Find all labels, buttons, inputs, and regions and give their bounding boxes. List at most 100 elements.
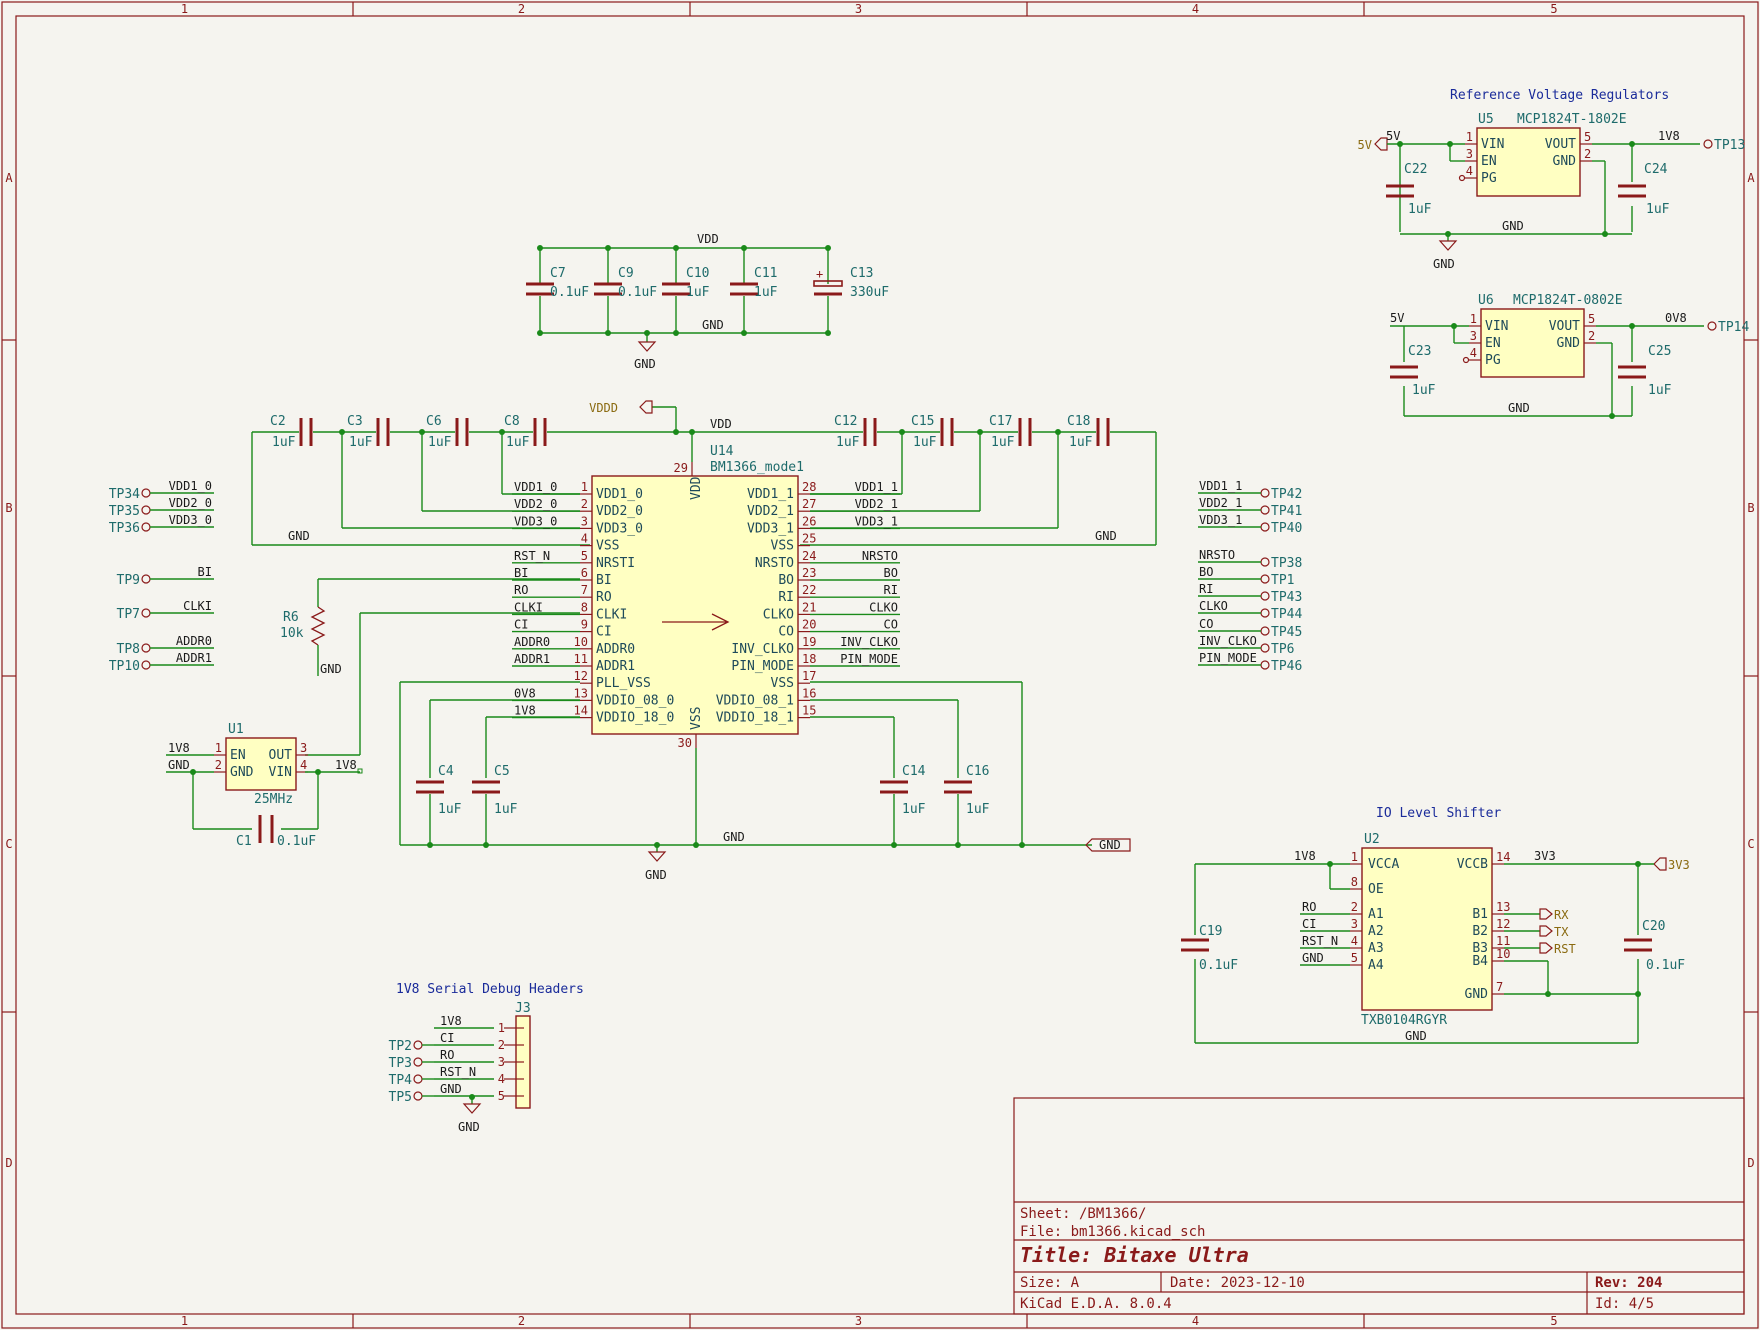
pin-number: 22	[802, 583, 816, 597]
title-block: Sheet: /BM1366/ File: bm1366.kicad_sch T…	[1013, 1097, 1745, 1315]
tp-net: CLKI	[183, 599, 212, 613]
series-capacitor-row: GND GND C21uFC31uFC61uFC81uFC121uFC151uF…	[251, 400, 1157, 546]
pin-number: 3	[1470, 329, 1477, 343]
cap-ref: C12	[834, 414, 857, 429]
pin-number: 2	[498, 1038, 505, 1052]
pin-name: BI	[596, 573, 612, 588]
column-label-top: 2	[518, 2, 525, 16]
cap-ref: C17	[989, 414, 1012, 429]
ref-regulators-note: Reference Voltage Regulators	[1450, 88, 1669, 103]
pin-name: VDD2_1	[747, 504, 794, 519]
net-label: CLKI	[514, 600, 543, 614]
tp-ref: TP34	[109, 487, 140, 502]
pin-name: VDDIO_08_0	[596, 693, 674, 708]
c23-value: 1uF	[1412, 383, 1436, 398]
j3-debug-header[interactable]: 1V8 Serial Debug Headers J3 11V82CITP23R…	[389, 982, 584, 1134]
tp-net: INV_CLKO	[1199, 634, 1257, 648]
pin-name: NRSTI	[596, 556, 635, 571]
pin-number: 13	[574, 686, 588, 700]
r6-value: 10k	[280, 626, 304, 641]
pin-name: VIN	[1481, 137, 1504, 152]
cap-ref: C4	[438, 764, 454, 779]
u14-bottom-label: VSS	[689, 707, 704, 730]
c25-ref: C25	[1648, 344, 1671, 359]
pin-name: VDD1_0	[596, 487, 643, 502]
u1-vin-net: 1V8	[335, 758, 357, 772]
cap-ref: C16	[966, 764, 989, 779]
vddd-label: VDDD	[589, 401, 618, 415]
pin-number: 3	[498, 1055, 505, 1069]
pin-name: OE	[1368, 882, 1384, 897]
pin-name: B1	[1472, 907, 1488, 922]
io-shifter-note: IO Level Shifter	[1376, 806, 1501, 821]
net-label: RO	[1302, 900, 1316, 914]
cap-value: 1uF	[1069, 435, 1093, 450]
pin-name: VOUT	[1545, 137, 1576, 152]
pin-name: VIN	[269, 765, 292, 780]
net-label: ADDR0	[514, 635, 550, 649]
pin-name: B2	[1472, 924, 1488, 939]
ground-symbol	[1438, 234, 1458, 251]
cap-value: 1uF	[349, 435, 373, 450]
net-label: VDD1_1	[855, 480, 898, 494]
u2-gnd-net: GND	[1405, 1029, 1427, 1043]
cap-ref: C14	[902, 764, 926, 779]
net-label: 1V8	[1294, 849, 1316, 863]
tp-net: RI	[1199, 582, 1213, 596]
pin-name: RI	[778, 590, 794, 605]
cap-value: 330uF	[850, 285, 889, 300]
net-label: VDD1_0	[514, 480, 557, 494]
tp-net: ADDR0	[176, 634, 212, 648]
tb-file: File: bm1366.kicad_sch	[1020, 1224, 1205, 1240]
net-label: VDD2_0	[514, 497, 557, 511]
tb-rev: Rev: 204	[1595, 1275, 1662, 1291]
pin-name: VDDIO_18_0	[596, 711, 674, 726]
pin-number: 10	[1496, 947, 1510, 961]
u14-ref: U14	[710, 444, 734, 459]
pin-name: EN	[230, 748, 246, 763]
polarity-mark: +	[816, 267, 823, 281]
c20-ref: C20	[1642, 919, 1665, 934]
tp-net: VDD2_1	[1199, 496, 1242, 510]
pin-number: 18	[802, 652, 816, 666]
u5-ref: U5	[1478, 112, 1494, 127]
c20-value: 0.1uF	[1646, 958, 1685, 973]
pin-number: 8	[581, 600, 588, 614]
u5-regulator[interactable]: Reference Voltage Regulators U5 MCP1824T…	[1358, 88, 1746, 271]
pin-number: 4	[300, 758, 307, 772]
bulk-net-gnd: GND	[702, 318, 724, 332]
pin-number: 4	[1351, 934, 1358, 948]
tp-ref: TP46	[1271, 659, 1302, 674]
net-label: CO	[884, 618, 898, 632]
u5-in-port: 5V	[1358, 138, 1372, 152]
pin-name: VDD3_0	[596, 521, 643, 536]
tp-ref: TP40	[1271, 521, 1302, 536]
tp-net: BO	[1199, 565, 1213, 579]
tb-date: Date: 2023-12-10	[1170, 1275, 1305, 1291]
row-label-right: C	[1747, 837, 1754, 851]
ground-symbol	[637, 333, 657, 352]
